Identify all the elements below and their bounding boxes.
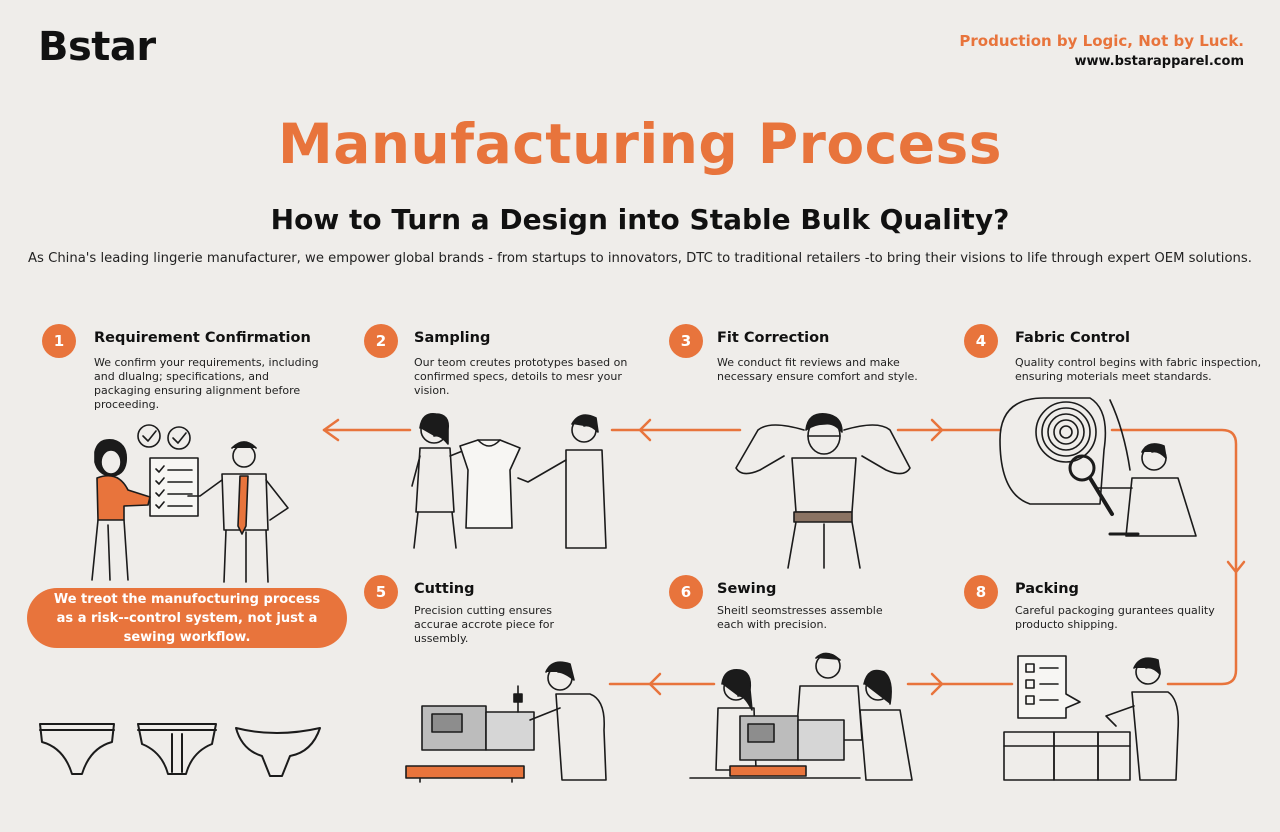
check-icon	[167, 426, 191, 450]
fabric-roll-icon	[1035, 401, 1097, 463]
step-3-number: 3	[669, 324, 703, 358]
arrow-icon	[1110, 428, 1246, 686]
step-4-number: 4	[964, 324, 998, 358]
sewing-machine-icon	[405, 685, 535, 783]
arrow-icon	[322, 418, 412, 442]
checklist-icon	[1025, 663, 1059, 705]
arrow-icon	[610, 418, 742, 442]
arrow-icon	[896, 418, 1002, 442]
sampling-illustration	[411, 412, 607, 549]
packing-illustration	[1003, 655, 1180, 781]
step-2-title: Sampling	[414, 330, 491, 346]
step-5-number: 5	[364, 575, 398, 609]
flow-arrows	[322, 418, 1246, 696]
step-1-title: Requirement Confirmation	[94, 330, 311, 346]
step-2-description: Our teom creutes prototypes based on con…	[414, 356, 628, 397]
step-3-description: We conduct fit reviews and make necessar…	[717, 356, 918, 383]
page-subtitle: How to Turn a Design into Stable Bulk Qu…	[270, 203, 1010, 236]
step-4-title: Fabric Control	[1015, 330, 1130, 346]
check-icon	[137, 424, 161, 448]
step-8-title: Packing	[1015, 581, 1079, 597]
step-8-description: Careful packoging gurantees quality prod…	[1015, 604, 1215, 631]
step-5-description: Precision cutting ensures accurae accrot…	[414, 604, 555, 645]
fit-correction-illustration	[735, 413, 911, 569]
shipping-box-icon	[1003, 731, 1131, 781]
magnifier-icon	[1068, 454, 1114, 516]
underwear-icon	[39, 723, 115, 775]
requirement-illustration	[91, 424, 289, 583]
underwear-icon	[137, 723, 217, 775]
step-5-title: Cutting	[414, 581, 475, 597]
brand-logo: Bstar	[38, 24, 156, 70]
risk-control-callout: We treot the manufocturing process as a …	[27, 588, 347, 648]
brand-tagline: Production by Logic, Not by Luck.	[959, 32, 1244, 50]
underwear-icon	[235, 727, 321, 777]
step-1-number: 1	[42, 324, 76, 358]
step-2-number: 2	[364, 324, 398, 358]
intro-text: As China's leading lingerie manufacturer…	[28, 251, 1252, 266]
page-title: Manufacturing Process	[278, 112, 1002, 176]
step-6-title: Sewing	[717, 581, 777, 597]
arrow-icon	[608, 672, 716, 696]
step-6-description: Sheitl seomstresses assemble each with p…	[717, 604, 883, 631]
step-4-description: Quality control begins with fabric inspe…	[1015, 356, 1262, 383]
arrow-icon	[906, 672, 1014, 696]
step-3-title: Fit Correction	[717, 330, 830, 346]
step-1-description: We confirm your requirements, including …	[94, 356, 319, 411]
cutting-illustration	[405, 661, 607, 783]
step-6-number: 6	[669, 575, 703, 609]
sewing-illustration	[689, 652, 913, 781]
fabric-control-illustration	[999, 397, 1197, 537]
step-8-number: 8	[964, 575, 998, 609]
website-link[interactable]: www.bstarapparel.com	[1074, 54, 1244, 69]
